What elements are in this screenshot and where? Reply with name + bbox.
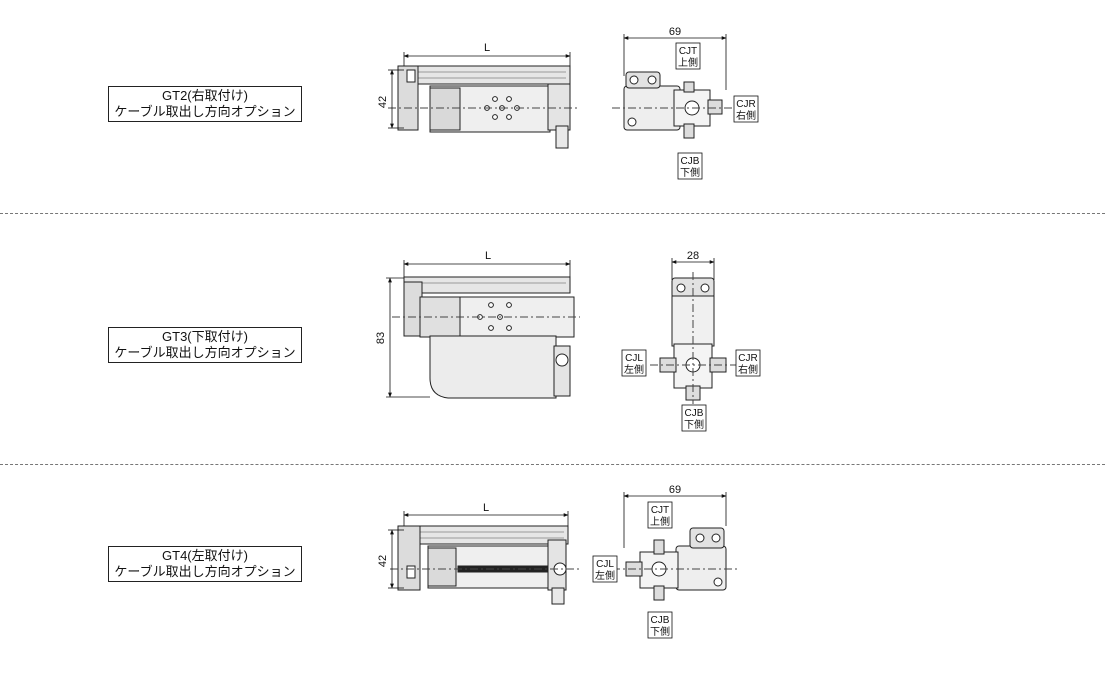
cjr-code: CJR — [736, 99, 755, 110]
cjr-side: 右側 — [738, 363, 758, 376]
gt3-dimension-lines — [386, 258, 715, 398]
gt4-length-dimension: L — [483, 502, 489, 514]
gt2-dimension-lines — [388, 34, 727, 129]
cjb-code: CJB — [685, 408, 704, 419]
gt2-side-view — [388, 65, 580, 149]
cjb-code: CJB — [651, 615, 670, 626]
cjl-side: 左側 — [595, 569, 615, 582]
cjb-side: 下側 — [650, 625, 670, 638]
gt4-outlet-tags — [592, 501, 673, 639]
option-title: GT2(右取付け) — [162, 88, 248, 103]
cjt-code: CJT — [679, 46, 697, 57]
option-label-gt2: GT2(右取付け) ケーブル取出し方向オプション — [108, 86, 302, 122]
gt3-end-view — [650, 272, 736, 404]
gt3-outlet-tags — [621, 349, 761, 432]
gt2-end-view — [612, 71, 738, 139]
cjr-code: CJR — [738, 353, 757, 364]
cjl-code: CJL — [625, 353, 643, 364]
gt4-side-view — [390, 525, 580, 605]
option-subtitle: ケーブル取出し方向オプション — [114, 104, 296, 119]
gt2-outlet-tags — [675, 42, 759, 180]
cjb-side: 下側 — [680, 166, 700, 179]
option-subtitle: ケーブル取出し方向オプション — [114, 345, 296, 360]
gt2-width-dimension: 69 — [669, 26, 681, 38]
option-title: GT4(左取付け) — [162, 548, 248, 563]
cjl-code: CJL — [596, 559, 614, 570]
gt3-height-dimension: 83 — [375, 332, 387, 344]
option-label-gt4: GT4(左取付け) ケーブル取出し方向オプション — [108, 546, 302, 582]
cjr-side: 右側 — [736, 109, 756, 122]
cjb-side: 下側 — [684, 418, 704, 431]
gt3-width-dimension: 28 — [687, 250, 699, 262]
gt2-height-dimension: 42 — [377, 96, 389, 108]
gt2-length-dimension: L — [484, 42, 490, 54]
cjb-code: CJB — [681, 156, 700, 167]
gt4-height-dimension: 42 — [377, 555, 389, 567]
cjt-side: 上側 — [650, 515, 670, 528]
section-separator — [0, 464, 1105, 465]
cjt-side: 上側 — [678, 56, 698, 69]
gt3-side-view — [392, 276, 580, 399]
gt4-dimension-lines — [388, 492, 727, 589]
option-label-gt3: GT3(下取付け) ケーブル取出し方向オプション — [108, 327, 302, 363]
section-separator — [0, 213, 1105, 214]
gt4-end-view — [612, 527, 738, 601]
cjl-side: 左側 — [624, 363, 644, 376]
gt3-length-dimension: L — [485, 250, 491, 262]
option-title: GT3(下取付け) — [162, 329, 248, 344]
option-subtitle: ケーブル取出し方向オプション — [114, 564, 296, 579]
gt4-width-dimension: 69 — [669, 484, 681, 496]
cjt-code: CJT — [651, 505, 669, 516]
